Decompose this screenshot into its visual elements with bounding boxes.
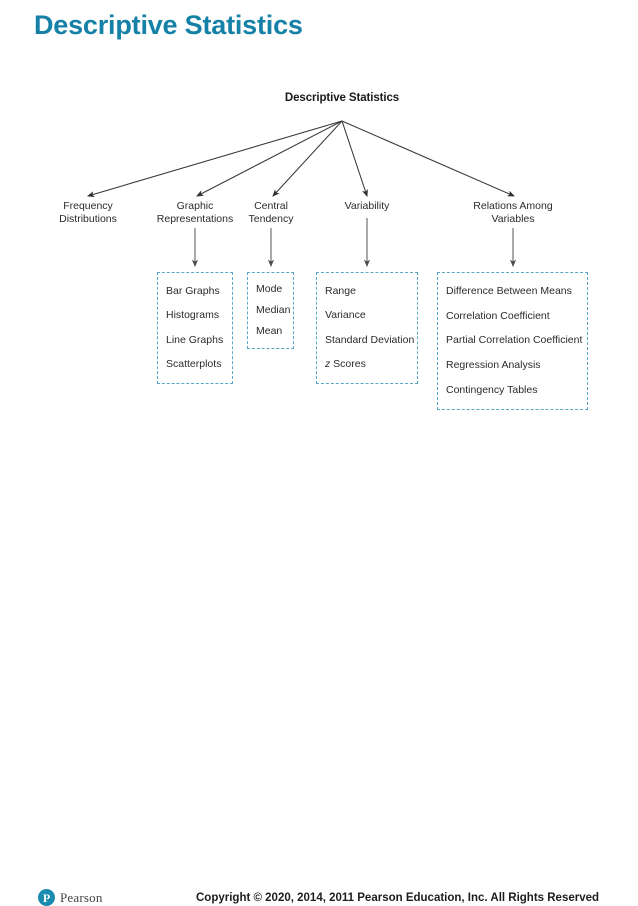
leaf-box-variability: Range Variance Standard Deviation z Scor… <box>316 272 418 384</box>
branch-down-arrows <box>191 218 517 268</box>
leaf-box-central-tendency: Mode Median Mean <box>247 272 294 349</box>
descriptive-statistics-diagram: Descriptive Statistics Frequency Distrib… <box>0 0 638 430</box>
branch-label-relations-among-variables: Relations Among Variables <box>473 200 553 225</box>
pearson-logo: P Pearson <box>38 889 103 906</box>
leaf-item: Mode <box>256 283 283 295</box>
leaf-box-graphic-representations: Bar Graphs Histograms Line Graphs Scatte… <box>157 272 233 384</box>
leaf-item: Contingency Tables <box>446 384 538 397</box>
fanout-arrows <box>86 120 515 198</box>
leaf-item-z-scores: z Scores <box>325 358 366 371</box>
branch-label-frequency-distributions: Frequency Distributions <box>59 200 117 225</box>
leaf-item: Standard Deviation <box>325 333 415 346</box>
leaf-item: Median <box>256 304 291 316</box>
page-title: Descriptive Statistics <box>34 10 303 40</box>
branch-label-variability: Variability <box>344 200 390 212</box>
diagram-connectors <box>86 120 517 268</box>
branch-label-central-tendency: Central Tendency <box>248 200 294 225</box>
copyright-text: Copyright © 2020, 2014, 2011 Pearson Edu… <box>196 892 600 904</box>
leaf-item: Difference Between Means <box>446 284 572 297</box>
leaf-box-relations-among-variables: Difference Between Means Correlation Coe… <box>437 272 588 410</box>
leaf-item: Histograms <box>166 309 220 322</box>
leaf-item: Line Graphs <box>166 333 224 346</box>
pearson-logo-icon: P <box>38 889 55 906</box>
leaf-item: Regression Analysis <box>446 359 541 372</box>
branch-label-graphic-representations: Graphic Representations <box>156 200 234 225</box>
leaf-item: Scatterplots <box>166 358 222 371</box>
slide-footer: P Pearson Copyright © 2020, 2014, 2011 P… <box>0 440 638 906</box>
leaf-item: Partial Correlation Coefficient <box>446 334 583 347</box>
pearson-logo-wordmark: Pearson <box>60 889 103 905</box>
leaf-item: Variance <box>325 309 366 322</box>
leaf-item: Range <box>325 284 356 297</box>
leaf-item: Correlation Coefficient <box>446 309 550 322</box>
leaf-item: Bar Graphs <box>166 284 220 297</box>
leaf-item: Mean <box>256 325 283 337</box>
diagram-root-label: Descriptive Statistics <box>284 92 400 104</box>
